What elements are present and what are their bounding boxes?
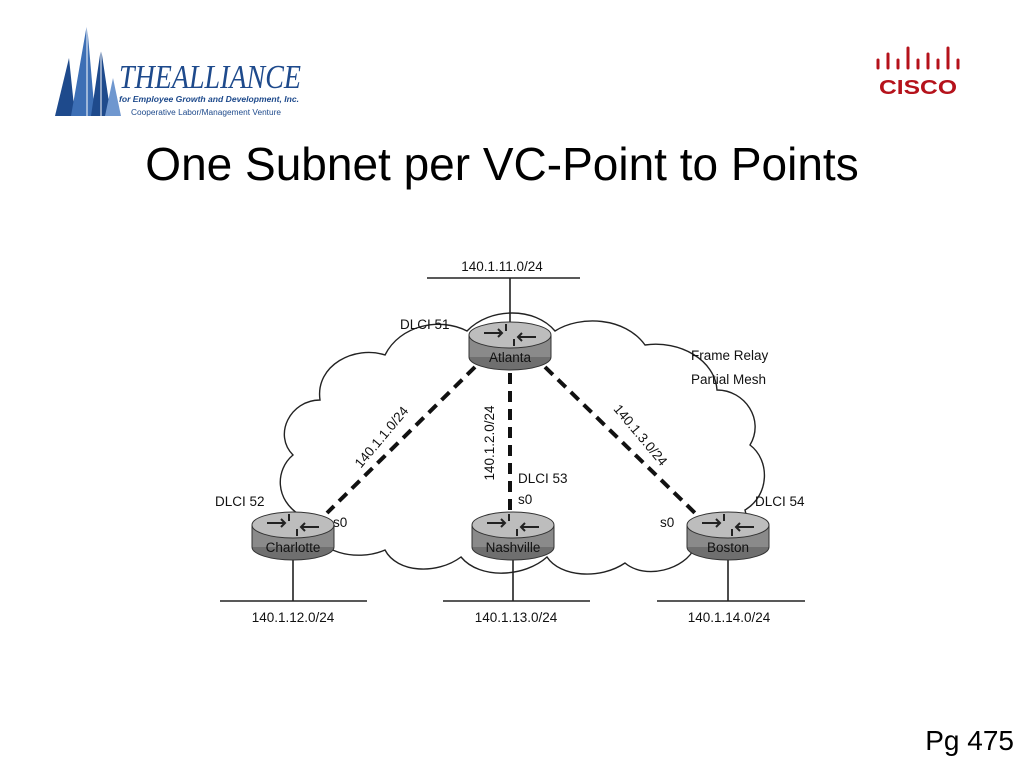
cisco-logo: CISCO <box>876 46 960 99</box>
cloud-label-line1: Frame Relay <box>691 348 769 363</box>
cisco-bridge-icon <box>876 46 960 70</box>
router-charlotte: Charlotte <box>251 511 335 561</box>
alliance-subtitle: Cooperative Labor/Management Venture <box>131 108 282 117</box>
charlotte-interface-label: s0 <box>333 515 347 530</box>
alliance-name: THEALLIANCE <box>119 59 301 96</box>
cloud-label-line2: Partial Mesh <box>691 372 766 387</box>
frame-relay-cloud <box>279 312 766 575</box>
router-charlotte-label: Charlotte <box>266 540 321 555</box>
nashville-dlci-label: DLCI 53 <box>518 471 568 486</box>
router-nashville-label: Nashville <box>486 540 541 555</box>
atlanta-lan-label: 140.1.11.0/24 <box>461 259 543 274</box>
nashville-interface-label: s0 <box>518 492 532 507</box>
router-boston-label: Boston <box>707 540 749 555</box>
vc-subnet-atlanta-nashville: 140.1.2.0/24 <box>482 405 497 481</box>
slide-title: One Subnet per VC-Point to Points <box>145 138 859 190</box>
alliance-building-icon <box>55 24 121 116</box>
boston-interface-label: s0 <box>660 515 674 530</box>
router-nashville: Nashville <box>471 511 555 561</box>
router-atlanta-label: Atlanta <box>489 350 532 365</box>
page-number: Pg 475 <box>925 725 1014 756</box>
lan-segments <box>220 277 805 602</box>
frame-relay-diagram: Atlanta Charlotte Nashville Boston 140.1… <box>215 259 805 625</box>
atlanta-dlci-label: DLCI 51 <box>400 317 450 332</box>
router-boston: Boston <box>686 511 770 561</box>
charlotte-lan-label: 140.1.12.0/24 <box>252 610 335 625</box>
nashville-lan-label: 140.1.13.0/24 <box>475 610 558 625</box>
boston-dlci-label: DLCI 54 <box>755 494 805 509</box>
router-atlanta: Atlanta <box>468 321 552 371</box>
charlotte-dlci-label: DLCI 52 <box>215 494 265 509</box>
alliance-logo: THEALLIANCE for Employee Growth and Deve… <box>55 24 301 117</box>
boston-lan-label: 140.1.14.0/24 <box>688 610 771 625</box>
alliance-tagline: for Employee Growth and Development, Inc… <box>119 94 299 104</box>
cisco-wordmark: CISCO <box>879 77 957 99</box>
